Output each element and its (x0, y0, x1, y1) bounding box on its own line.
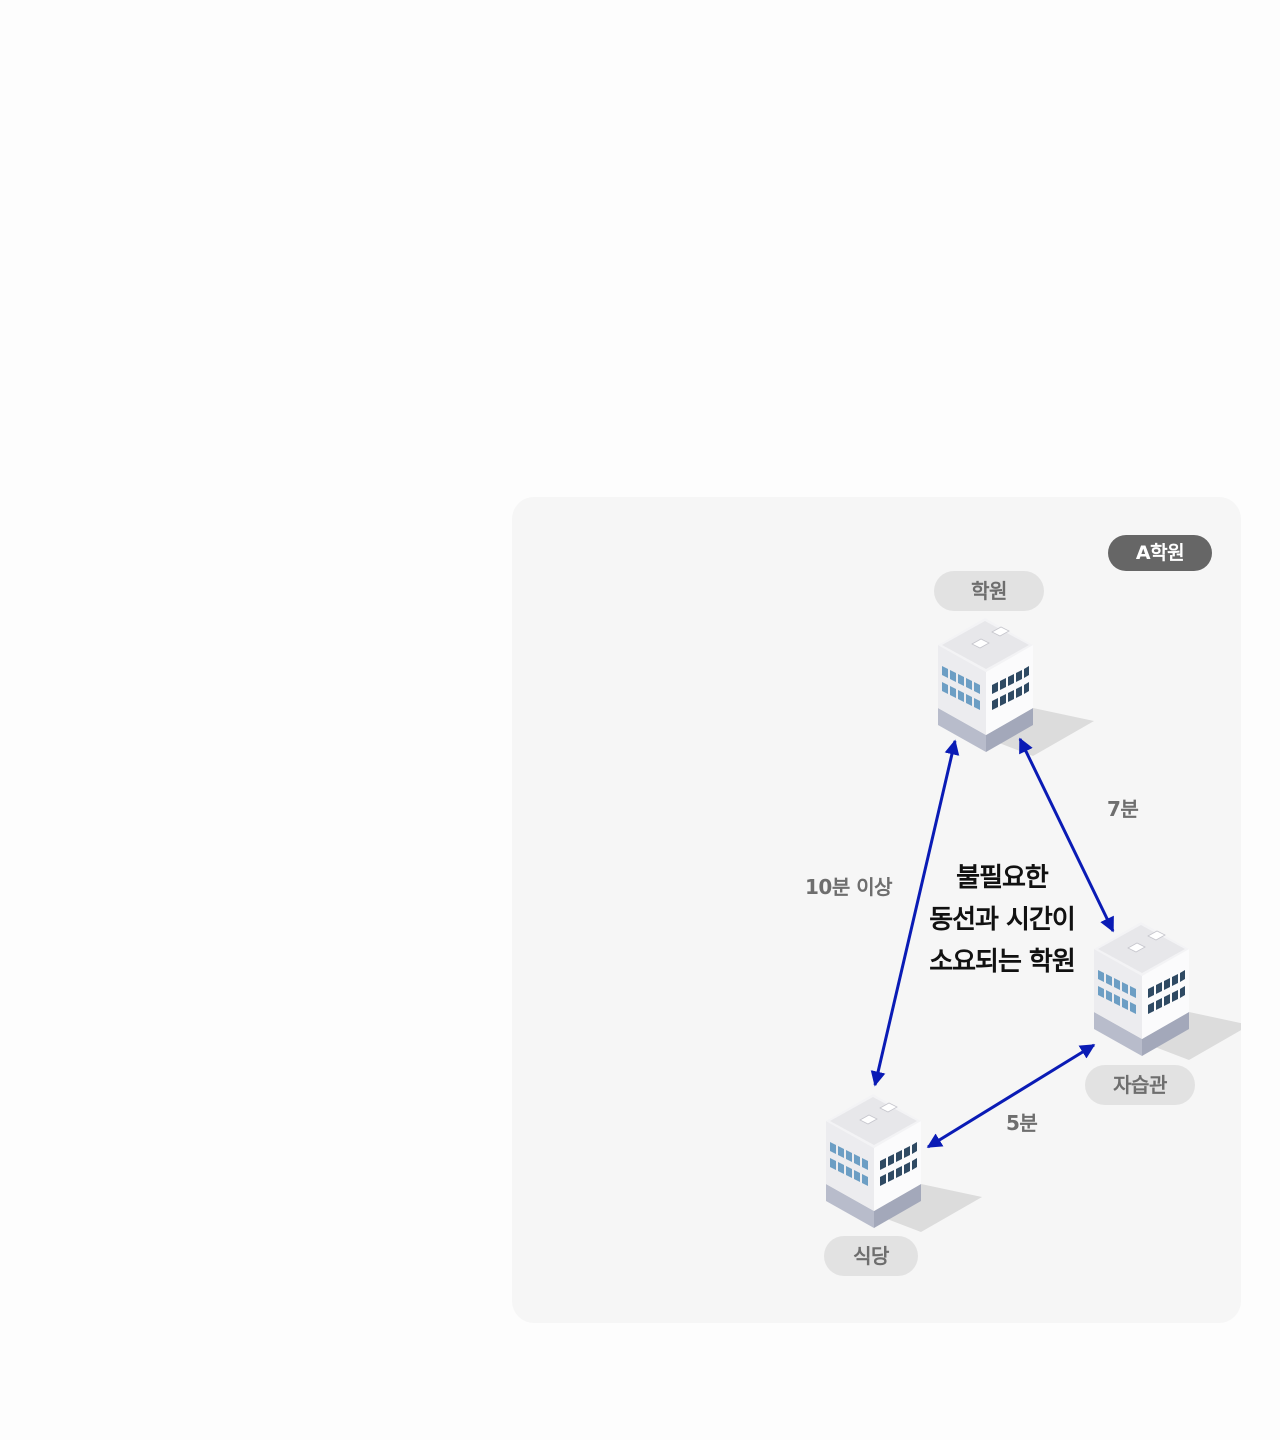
academy-building-icon (937, 617, 1095, 757)
arrow-academy-restaurant (870, 739, 960, 1087)
headline-line-1: 불필요한 (956, 863, 1049, 893)
time-academy-study-room: 7분 (1107, 797, 1139, 821)
headline: 불필요한 동선과 시간이 소요되는 학원 (902, 857, 1102, 983)
time-academy-restaurant: 10분 이상 (805, 875, 893, 899)
node-label-academy: 학원 (934, 571, 1044, 611)
diagram-canvas (825, 617, 1241, 1233)
headline-line-3: 소요되는 학원 (929, 947, 1076, 977)
study-room-building-icon (1093, 921, 1241, 1061)
node-label-restaurant: 식당 (824, 1236, 918, 1276)
arrow-academy-study-room (1018, 737, 1115, 933)
headline-line-2: 동선과 시간이 (929, 905, 1076, 935)
restaurant-building-icon (825, 1093, 983, 1233)
node-label-study-room: 자습관 (1085, 1065, 1195, 1105)
diagram-card: A학원 학원 자습관 식당 10분 이상 7분 5분 불필요한 동선과 시간이 … (512, 497, 1241, 1323)
academy-badge: A학원 (1108, 535, 1212, 571)
arrow-study-room-restaurant (926, 1043, 1096, 1149)
time-study-room-restaurant: 5분 (1006, 1111, 1038, 1135)
